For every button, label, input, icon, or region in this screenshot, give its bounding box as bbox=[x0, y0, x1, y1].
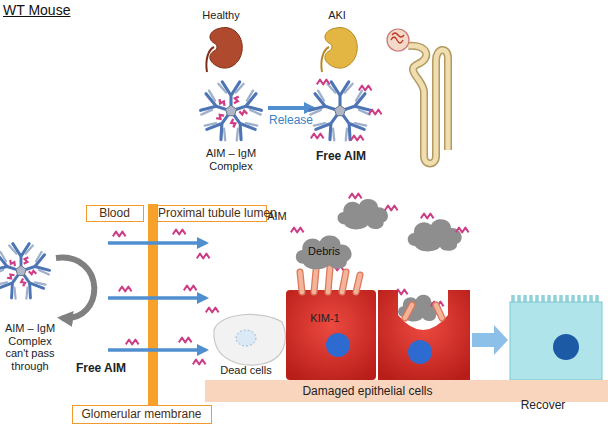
free-aim-molecules bbox=[119, 287, 132, 292]
recovered-cell bbox=[510, 302, 602, 380]
damaged-cells bbox=[286, 290, 470, 380]
aki-kidney bbox=[321, 47, 329, 72]
aki-kidney bbox=[321, 28, 357, 72]
glomerular-membrane-bar bbox=[148, 204, 158, 407]
igm-free-aim bbox=[369, 110, 382, 115]
annotation-label: Healthy bbox=[196, 9, 246, 22]
node-text: Damaged epithelial cells bbox=[295, 380, 440, 402]
damaged-cells bbox=[378, 290, 470, 380]
free-aim-molecules bbox=[184, 286, 197, 291]
nephron bbox=[387, 29, 448, 164]
nephron bbox=[408, 46, 448, 164]
annotation-label: KIM-1 bbox=[304, 312, 346, 325]
free-aim-molecules bbox=[113, 230, 219, 365]
blocked-igm-complex bbox=[0, 244, 51, 300]
annotation-label: AIM – IgM Complex bbox=[193, 147, 269, 172]
healthy-kidney bbox=[206, 28, 242, 72]
recovered-cell bbox=[553, 334, 579, 360]
debris-clouds bbox=[385, 206, 398, 211]
glomerular-membrane-bar bbox=[148, 204, 158, 407]
igm-free-aim bbox=[311, 134, 324, 139]
igm-free-aim bbox=[308, 82, 371, 142]
healthy-kidney bbox=[206, 47, 214, 72]
recover-arrow bbox=[472, 325, 508, 355]
debris-clouds bbox=[338, 199, 388, 229]
region-box: Glomerular membrane bbox=[72, 405, 212, 424]
blocked-igm-complex bbox=[0, 244, 51, 300]
recover-arrow bbox=[472, 325, 508, 355]
filtration-arrows bbox=[108, 348, 206, 352]
nephron bbox=[408, 46, 448, 164]
igm-free-aim bbox=[308, 80, 381, 142]
debris-clouds bbox=[456, 228, 469, 233]
debris-clouds bbox=[421, 214, 434, 219]
kim1-receptors bbox=[300, 268, 442, 318]
igm-free-aim bbox=[351, 136, 364, 141]
debris-clouds bbox=[408, 219, 462, 251]
dead-cell bbox=[236, 330, 256, 346]
node-text: Proximal tubule lumen bbox=[158, 206, 265, 220]
annotation-label: AKI bbox=[312, 9, 362, 22]
free-aim-molecules bbox=[173, 230, 186, 235]
filtration-arrows bbox=[108, 243, 206, 350]
annotation-label: Free AIM bbox=[310, 150, 372, 164]
epithelium-band: Damaged epithelial cellsRecover bbox=[205, 380, 608, 402]
annotation-label: AIM – IgM Complex can't pass through bbox=[0, 322, 60, 373]
free-aim-molecules bbox=[206, 308, 219, 313]
return-arrow bbox=[56, 258, 94, 319]
region-box: Proximal tubule lumen bbox=[157, 205, 267, 222]
release-arrow bbox=[268, 108, 313, 109]
node-text: Glomerular membrane bbox=[73, 406, 210, 422]
recovered-cell bbox=[510, 295, 602, 380]
annotation-label: Dead cells bbox=[208, 364, 284, 377]
return-arrow bbox=[56, 258, 94, 319]
damaged-cells bbox=[408, 340, 432, 364]
release-arrow bbox=[268, 106, 313, 110]
healthy-kidney bbox=[210, 28, 242, 69]
recovered-cell bbox=[513, 295, 597, 302]
damaged-cells bbox=[286, 290, 376, 380]
aki-kidney bbox=[325, 28, 357, 69]
kim1-receptors bbox=[300, 268, 442, 318]
dead-cell bbox=[214, 314, 285, 365]
dead-cell bbox=[214, 314, 285, 365]
node-text: Blood bbox=[87, 206, 142, 220]
igm-free-aim bbox=[317, 80, 330, 85]
diagram-title: WT Mouse bbox=[3, 2, 70, 18]
nephron bbox=[391, 33, 404, 43]
aim-igm-complex bbox=[199, 82, 262, 142]
node-text: Recover bbox=[515, 394, 571, 416]
debris-clouds bbox=[291, 228, 304, 233]
kim1-receptors bbox=[300, 268, 442, 318]
damaged-cells bbox=[326, 333, 350, 357]
free-aim-molecules bbox=[197, 254, 210, 259]
node-text: Debris bbox=[293, 243, 355, 259]
free-aim-molecules bbox=[113, 232, 126, 237]
free-aim-molecules bbox=[179, 338, 192, 343]
debris-clouds bbox=[349, 194, 362, 199]
aim-igm-complex bbox=[199, 82, 262, 142]
free-aim-molecules bbox=[193, 360, 206, 365]
nephron bbox=[387, 29, 409, 51]
filtration-arrows bbox=[108, 296, 206, 300]
annotation-label: Release bbox=[264, 114, 318, 128]
region-box: Blood bbox=[86, 205, 144, 222]
free-aim-molecules bbox=[126, 340, 139, 345]
filtration-arrows bbox=[108, 241, 206, 245]
igm-free-aim bbox=[359, 86, 372, 91]
annotation-label: Free AIM bbox=[70, 362, 132, 376]
debris-cloud: Debris bbox=[293, 232, 355, 270]
